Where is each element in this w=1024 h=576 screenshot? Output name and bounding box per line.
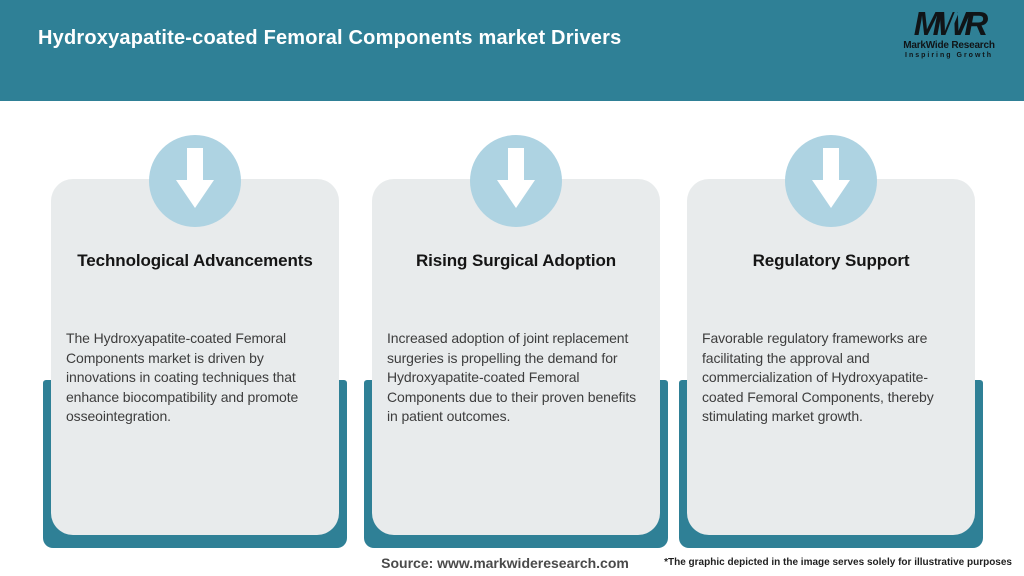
arrow-down-icon [149, 135, 241, 227]
driver-group-regulatory-support: Regulatory Support Favorable regulatory … [679, 135, 983, 548]
card-body-text: The Hydroxyapatite-coated Femoral Compon… [66, 330, 299, 424]
card-body-text: Favorable regulatory frameworks are faci… [702, 330, 934, 424]
page-title: Hydroxyapatite-coated Femoral Components… [38, 27, 622, 49]
disclaimer-text: *The graphic depicted in the image serve… [664, 557, 1012, 568]
driver-group-rising-surgical-adoption: Rising Surgical Adoption Increased adopt… [364, 135, 668, 548]
driver-card: Regulatory Support Favorable regulatory … [687, 179, 975, 535]
source-text: Source: www.markwideresearch.com [381, 555, 629, 571]
logo-tagline: Inspiring Growth [905, 52, 993, 59]
arrow-down-icon [470, 135, 562, 227]
driver-group-technological-advancements: Technological Advancements The Hydroxyap… [43, 135, 347, 548]
header-bar: Hydroxyapatite-coated Femoral Components… [0, 0, 1024, 101]
logo-company-name: MarkWide Research [903, 40, 995, 51]
arrow-down-icon [785, 135, 877, 227]
mwr-monogram-icon: MWR [914, 7, 988, 40]
markwide-research-logo: MWR MarkWide Research Inspiring Growth [888, 7, 1010, 59]
card-title: Technological Advancements [77, 251, 313, 270]
driver-card: Technological Advancements The Hydroxyap… [51, 179, 339, 535]
card-body-text: Increased adoption of joint replacement … [387, 330, 637, 424]
driver-card: Rising Surgical Adoption Increased adopt… [372, 179, 660, 535]
card-title: Regulatory Support [752, 251, 910, 270]
card-title: Rising Surgical Adoption [415, 251, 617, 270]
